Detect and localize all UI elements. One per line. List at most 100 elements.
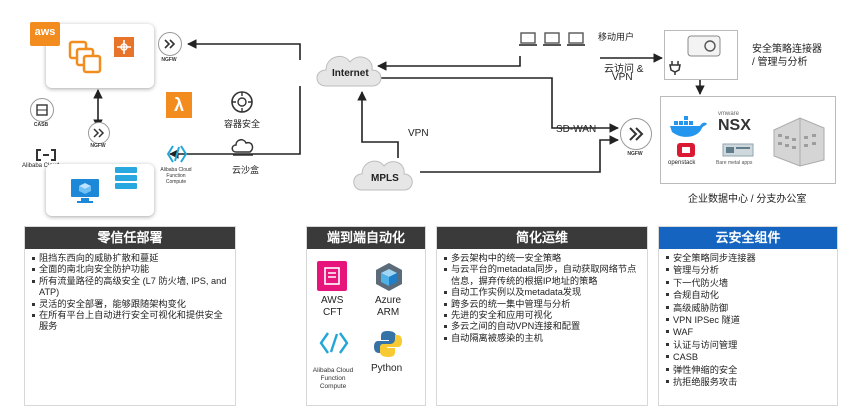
cloud-access-vpn-line1: 云访问 &	[604, 64, 644, 75]
list-item: 下一代防火墙	[665, 277, 833, 289]
alibaba-cloud-logo-icon	[36, 149, 56, 161]
sd-wan-label: SD-WAN	[556, 124, 597, 135]
cloud-security-list: 安全策略同步连接器 管理与分析 下一代防火墙 合规自动化 高级威胁防御 VPN …	[665, 252, 833, 388]
panel-automation: 端到端自动化 AWS CFT Azure ARM Alibaba Cloud F…	[306, 226, 426, 406]
azure-arm-icon	[376, 263, 402, 291]
connector-label-line2: / 管理与分析	[752, 57, 808, 68]
list-item: 合规自动化	[665, 289, 833, 301]
container-security-label: 容器安全	[224, 119, 261, 129]
cloud-sandbox-label: 云沙盒	[232, 165, 260, 175]
ngfw-aws-label: NGFW	[161, 57, 177, 63]
cloud-sandbox-icon	[231, 139, 254, 156]
nsx-label: NSX	[718, 117, 751, 134]
aws-logo-text: aws	[34, 26, 56, 38]
alibaba-function-compute-small-label: Alibaba Cloud Function Compute	[160, 167, 192, 185]
casb-icon[interactable]	[30, 98, 54, 122]
panel-automation-title: 端到端自动化	[307, 227, 425, 249]
laptop-icon-1	[519, 32, 537, 46]
azure-arm-line2: ARM	[377, 307, 400, 318]
list-item: 高级威胁防御	[665, 302, 833, 314]
internet-cloud-icon[interactable]	[312, 46, 384, 92]
link-mpls-ngfw	[420, 135, 619, 173]
connector-device-icon	[687, 35, 721, 57]
list-item: 所有流量路径的高级安全 (L7 防火墙, IPS, and ATP)	[31, 276, 231, 299]
list-item: 管理与分析	[665, 264, 833, 276]
bare-metal-label: Bare metal apps	[716, 160, 753, 166]
cloud-access-vpn-line2: VPN	[612, 72, 633, 83]
bare-metal-icon	[722, 143, 754, 157]
panel-ops: 简化运维 多云架构中的统一安全策略 与云平台的metadata同步，自动获取网络…	[436, 226, 648, 406]
link-internet-mobile	[377, 56, 521, 71]
ngfw-mid-label: NGFW	[90, 143, 106, 149]
panel-cloud-security-title: 云安全组件	[659, 227, 837, 249]
mpls-cloud-icon[interactable]	[350, 152, 416, 196]
mobile-users-label: 移动用户	[598, 32, 635, 42]
ngfw-aws-icon[interactable]	[158, 32, 182, 56]
openstack-icon	[677, 143, 695, 157]
link-mpls-internet	[357, 91, 399, 158]
zero-trust-list: 阻挡东西向的威胁扩散和蔓延 全面的南北向安全防护功能 所有流量路径的高级安全 (…	[31, 253, 231, 333]
connector-label-line1: 安全策略连接器	[752, 44, 822, 55]
office-building-icon	[773, 117, 825, 167]
list-item: WAF	[665, 326, 833, 338]
link-internet-alibaba	[169, 86, 301, 159]
aws-cft-line2: CFT	[323, 307, 343, 318]
ngfw-mid-icon[interactable]	[88, 122, 110, 144]
mpls-label: MPLS	[371, 173, 399, 184]
list-item: VPN IPSec 隧道	[665, 314, 833, 326]
aws-firewall-icon	[114, 37, 134, 57]
panel-ops-title: 简化运维	[437, 227, 647, 249]
list-item: 跨多云的统一集中管理与分析	[443, 299, 643, 310]
panel-cloud-security: 云安全组件 安全策略同步连接器 管理与分析 下一代防火墙 合规自动化 高级威胁防…	[658, 226, 838, 406]
list-item: 自动工作实例以及metadata发现	[443, 287, 643, 298]
aws-cft-icon	[317, 261, 347, 291]
datacenter-label: 企业数据中心 / 分支办公室	[688, 194, 807, 205]
list-item: 与云平台的metadata同步，自动获取网络节点信息，摒弃传统的根据IP地址的策…	[443, 264, 643, 287]
container-security-icon	[231, 91, 253, 113]
ngfw-datacenter-icon[interactable]	[620, 118, 652, 150]
azure-arm-line1: Azure	[375, 295, 402, 306]
laptop-icon-3	[567, 32, 585, 46]
internet-label: Internet	[332, 68, 369, 79]
alibaba-cloud-label: Alibaba Cloud	[22, 163, 60, 169]
python-label: Python	[371, 363, 403, 374]
alibaba-fc-line2: Function	[320, 375, 346, 382]
alibaba-fc-line1: Alibaba Cloud	[312, 367, 354, 374]
list-item: 多云架构中的统一安全策略	[443, 253, 643, 264]
panel-zero-trust-title: 零信任部署	[25, 227, 235, 249]
laptop-icon-2	[543, 32, 561, 46]
casb-label: CASB	[33, 122, 49, 128]
list-item: 先进的安全和应用可视化	[443, 310, 643, 321]
ngfw-datacenter-label: NGFW	[627, 151, 643, 157]
panel-zero-trust: 零信任部署 阻挡东西向的威胁扩散和蔓延 全面的南北向安全防护功能 所有流量路径的…	[24, 226, 236, 406]
link-aws-internet	[187, 39, 301, 60]
list-item: CASB	[665, 351, 833, 363]
list-item: 自动隔离被感染的主机	[443, 333, 643, 344]
alibaba-fc-icon	[319, 332, 349, 354]
lambda-icon: λ	[166, 92, 192, 118]
list-item: 在所有平台上自动进行安全可视化和提供安全服务	[31, 310, 231, 333]
link-internet-sdwan	[380, 77, 619, 133]
list-item: 抗拒绝服务攻击	[665, 376, 833, 388]
ec2-instances-icon	[68, 40, 102, 74]
list-item: 认证与访问管理	[665, 339, 833, 351]
python-icon	[374, 331, 402, 357]
aws-logo: aws	[30, 22, 60, 46]
server-stack-icon	[115, 167, 137, 189]
diagram-connectors	[93, 39, 705, 173]
list-item: 灵活的安全部署，能够跟随架构变化	[31, 299, 231, 310]
list-item: 阻挡东西向的威胁扩散和蔓延	[31, 253, 231, 264]
list-item: 多云之间的自动VPN连接和配置	[443, 321, 643, 332]
docker-icon	[670, 116, 707, 137]
list-item: 弹性伸缩的安全	[665, 364, 833, 376]
openstack-label: openstack	[668, 160, 696, 166]
plug-icon	[669, 61, 681, 75]
alibaba-function-compute-icon	[166, 145, 188, 163]
list-item: 安全策略同步连接器	[665, 252, 833, 264]
virtual-machine-icon	[71, 179, 99, 203]
aws-cft-line1: AWS	[321, 295, 344, 306]
list-item: 全面的南北向安全防护功能	[31, 264, 231, 275]
alibaba-fc-line3: Compute	[319, 383, 347, 390]
vmware-label: vmware	[718, 111, 740, 117]
vpn-label: VPN	[408, 128, 429, 139]
